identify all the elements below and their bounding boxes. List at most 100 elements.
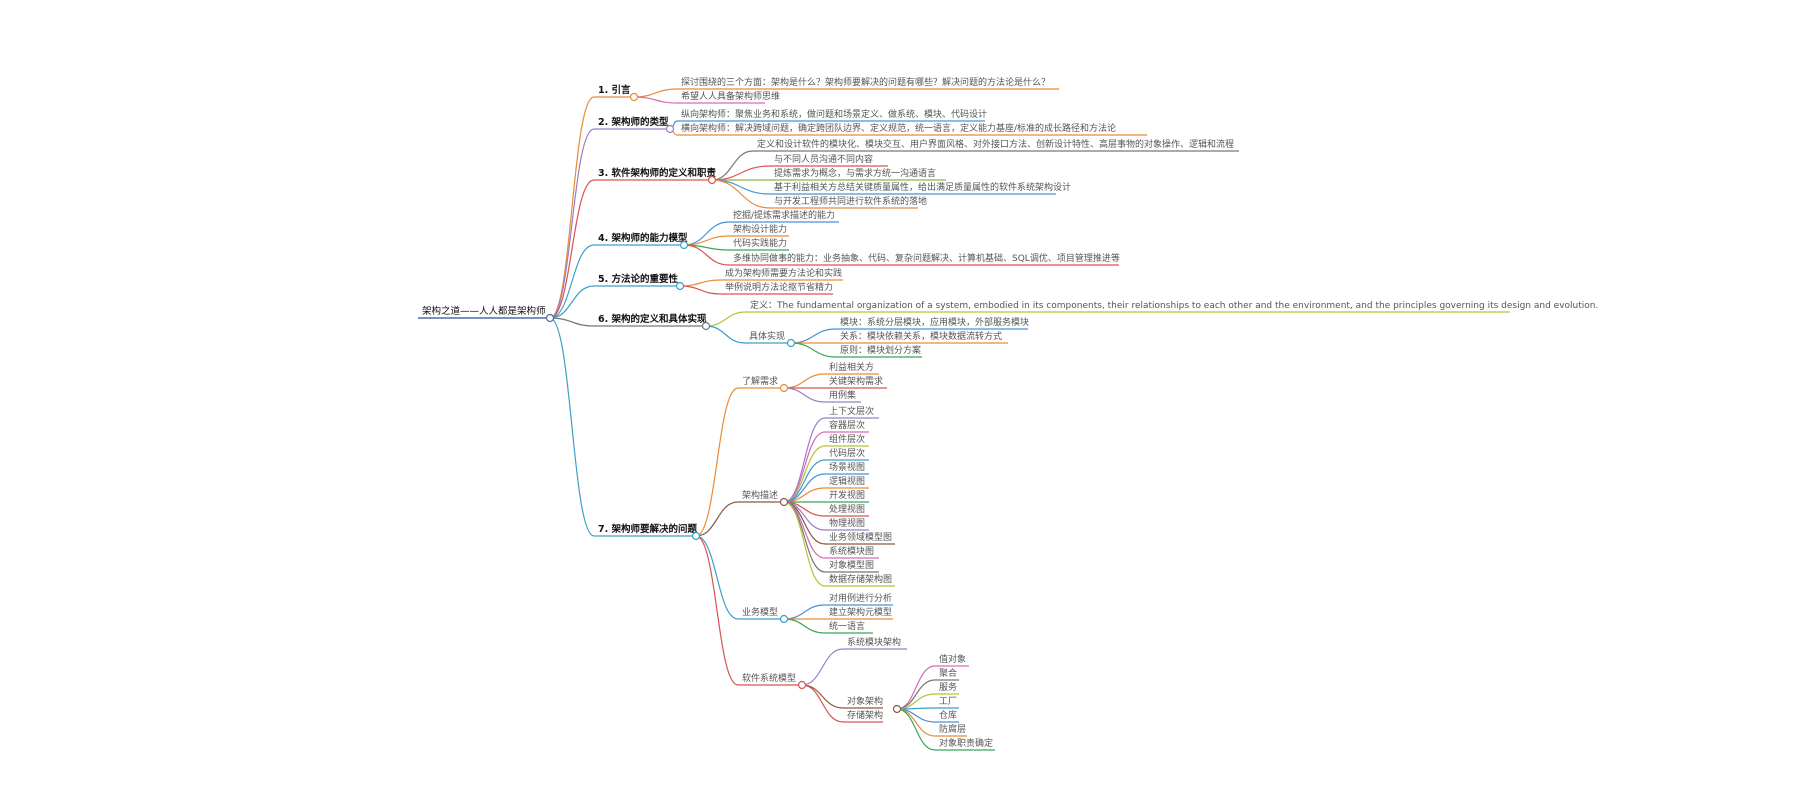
connector-r-5-1 [705, 325, 746, 344]
node-label-r-5-1-1: 关系：模块依赖关系，模块数据流转方式 [840, 330, 1002, 342]
connector-r-6-1 [695, 501, 739, 537]
node-label-r-6-3-0: 系统模块架构 [847, 636, 901, 648]
node-label-r-0-1: 希望人人具备架构师思维 [681, 90, 780, 102]
node-label-r-6-1-11: 对象模型图 [829, 559, 874, 571]
connector-r-5-1-2 [790, 342, 837, 358]
connector-r-0-0 [633, 88, 678, 98]
connector-r-6-0-0 [783, 373, 826, 389]
collapse-toggle-r-6-3-1[interactable] [892, 704, 902, 714]
connector-r-5-0 [705, 311, 747, 327]
node-label-r-6-3-1-6: 对象职责确定 [939, 737, 993, 749]
connector-r-6-1-10 [783, 501, 826, 559]
node-label-r-2-0: 定义和设计软件的模块化、模块交互、用户界面风格、对外接口方法、创新设计特性、高层… [757, 138, 1234, 150]
connector-r-6-3-0 [801, 648, 844, 686]
node-label-r-6-0: 了解需求 [742, 375, 778, 387]
connector-r-6-3-1-2 [896, 693, 936, 710]
mind-map-nodes: 架构之道——人人都是架构师 1. 引言 探讨围绕的三个方面：架构是什么？架构师要解决… [418, 76, 1598, 751]
connector-r-6 [549, 317, 595, 537]
node-label-r-6-2-1: 建立架构元模型 [829, 606, 892, 618]
collapse-toggle-r-0[interactable] [629, 92, 639, 102]
node-label-r-2-1: 与不同人员沟通不同内容 [774, 153, 873, 165]
topic-label-r-6: 7. 架构师要解决的问题 [598, 523, 698, 535]
connector-r-4-0 [679, 279, 722, 287]
node-label-r-6-0-0: 利益相关方 [829, 361, 874, 373]
node-label-r-6-0-2: 用例集 [829, 389, 856, 401]
root-node-label: 架构之道——人人都是架构师 [422, 305, 546, 317]
connector-r-5 [549, 317, 595, 327]
topic-label-r-1: 2. 架构师的类型 [598, 116, 669, 128]
node-label-r-6-1-0: 上下文层次 [829, 405, 874, 417]
root-collapse-toggle[interactable] [545, 313, 555, 323]
connector-r-6-0 [695, 387, 739, 537]
node-label-r-6-2-2: 统一语言 [829, 620, 865, 632]
connector-r-0 [549, 96, 595, 319]
connector-r-2 [549, 179, 595, 319]
connector-r-0-1 [633, 96, 678, 104]
topic-label-r-3: 4. 架构师的能力模型 [598, 232, 688, 244]
node-label-r-6-3: 软件系统模型 [742, 672, 796, 684]
node-label-r-0-0: 探讨围绕的三个方面：架构是什么？架构师要解决的问题有哪些？解决问题的方法论是什么… [681, 76, 1050, 88]
connector-r-3 [549, 244, 595, 319]
connector-r-6-0-2 [783, 387, 826, 403]
connector-r-6-2-0 [783, 604, 826, 620]
mind-map-connectors [549, 88, 936, 751]
node-label-r-6-3-1-5: 防腐层 [939, 723, 966, 735]
connector-r-6-1-2 [783, 445, 826, 503]
node-label-r-6-0-1: 关键架构需求 [829, 375, 883, 387]
connector-r-6-1-0 [783, 417, 826, 503]
node-label-r-6-1-8: 物理视图 [829, 517, 865, 529]
connector-r-6-3-1-0 [896, 665, 936, 710]
node-label-r-5-1: 具体实现 [749, 330, 785, 342]
collapse-toggle-r-6-1[interactable] [779, 497, 789, 507]
node-label-r-4-1: 举例说明方法论抠节省精力 [725, 281, 833, 293]
node-label-r-2-2: 提炼需求为概念，与需求方统一沟通语言 [774, 167, 936, 179]
connector-r-4 [549, 285, 595, 319]
node-label-r-1-0: 纵向架构师：聚焦业务和系统，做问题和场景定义、做系统、模块、代码设计 [681, 108, 987, 120]
node-label-r-5-0: 定义：The fundamental organization of a sys… [750, 299, 1598, 311]
node-label-r-6-3-1-3: 工厂 [939, 696, 957, 707]
node-label-r-6-1-9: 业务领域模型图 [829, 531, 892, 543]
connector-r-6-2-2 [783, 618, 826, 634]
collapse-toggle-r-6-2[interactable] [779, 614, 789, 624]
connector-r-6-3 [695, 535, 739, 686]
node-label-r-3-0: 挖掘/提炼需求描述的能力 [733, 209, 835, 221]
node-label-r-6-1-12: 数据存储架构图 [829, 573, 892, 585]
node-label-r-6-2-0: 对用例进行分析 [829, 592, 892, 604]
connector-r-6-1-1 [783, 431, 826, 503]
topic-label-r-5: 6. 架构的定义和具体实现 [598, 313, 707, 325]
connector-r-2-4 [711, 179, 771, 209]
collapse-toggle-r-6-0[interactable] [779, 383, 789, 393]
collapse-toggle-r-3[interactable] [679, 240, 689, 250]
connector-r-3-0 [683, 221, 730, 246]
connector-r-6-3-1-5 [896, 708, 936, 737]
node-label-r-1-1: 横向架构师：解决跨域问题，确定跨团队边界、定义规范，统一语言，定义能力基座/标准… [681, 122, 1116, 134]
connector-r-2-3 [711, 179, 771, 195]
node-label-r-2-3: 基于利益相关方总结关键质量属性，给出满足质量属性的软件系统架构设计 [774, 181, 1071, 193]
node-label-r-6-1-5: 逻辑视图 [829, 475, 865, 487]
topic-label-r-4: 5. 方法论的重要性 [598, 273, 679, 285]
collapse-toggle-r-2[interactable] [707, 175, 717, 185]
connector-r-1 [549, 128, 595, 319]
connector-r-3-3 [683, 244, 730, 266]
connector-r-4-1 [679, 285, 722, 295]
collapse-toggle-r-6-3[interactable] [797, 680, 807, 690]
topic-label-r-0: 1. 引言 [598, 84, 631, 96]
node-label-r-6-2: 业务模型 [742, 606, 778, 618]
node-label-r-4-0: 成为架构师需要方法论和实践 [725, 267, 842, 279]
node-label-r-3-1: 架构设计能力 [733, 223, 787, 235]
collapse-toggle-r-1[interactable] [665, 124, 675, 134]
connector-r-6-1-11 [783, 501, 826, 573]
collapse-toggle-r-4[interactable] [675, 281, 685, 291]
collapse-toggle-r-6[interactable] [691, 531, 701, 541]
node-label-r-6-3-1-1: 聚合 [939, 667, 957, 679]
node-label-r-6-1-6: 开发视图 [829, 489, 865, 501]
connector-r-6-1-12 [783, 501, 826, 587]
node-label-r-6-1-7: 处理视图 [829, 503, 865, 515]
collapse-toggle-r-5-1[interactable] [786, 338, 796, 348]
connector-r-2-0 [711, 150, 754, 181]
connector-r-6-3-1-6 [896, 708, 936, 751]
collapse-toggle-r-5[interactable] [701, 321, 711, 331]
node-label-r-6-3-1-4: 仓库 [939, 709, 957, 721]
topic-label-r-2: 3. 软件架构师的定义和职责 [598, 167, 717, 179]
